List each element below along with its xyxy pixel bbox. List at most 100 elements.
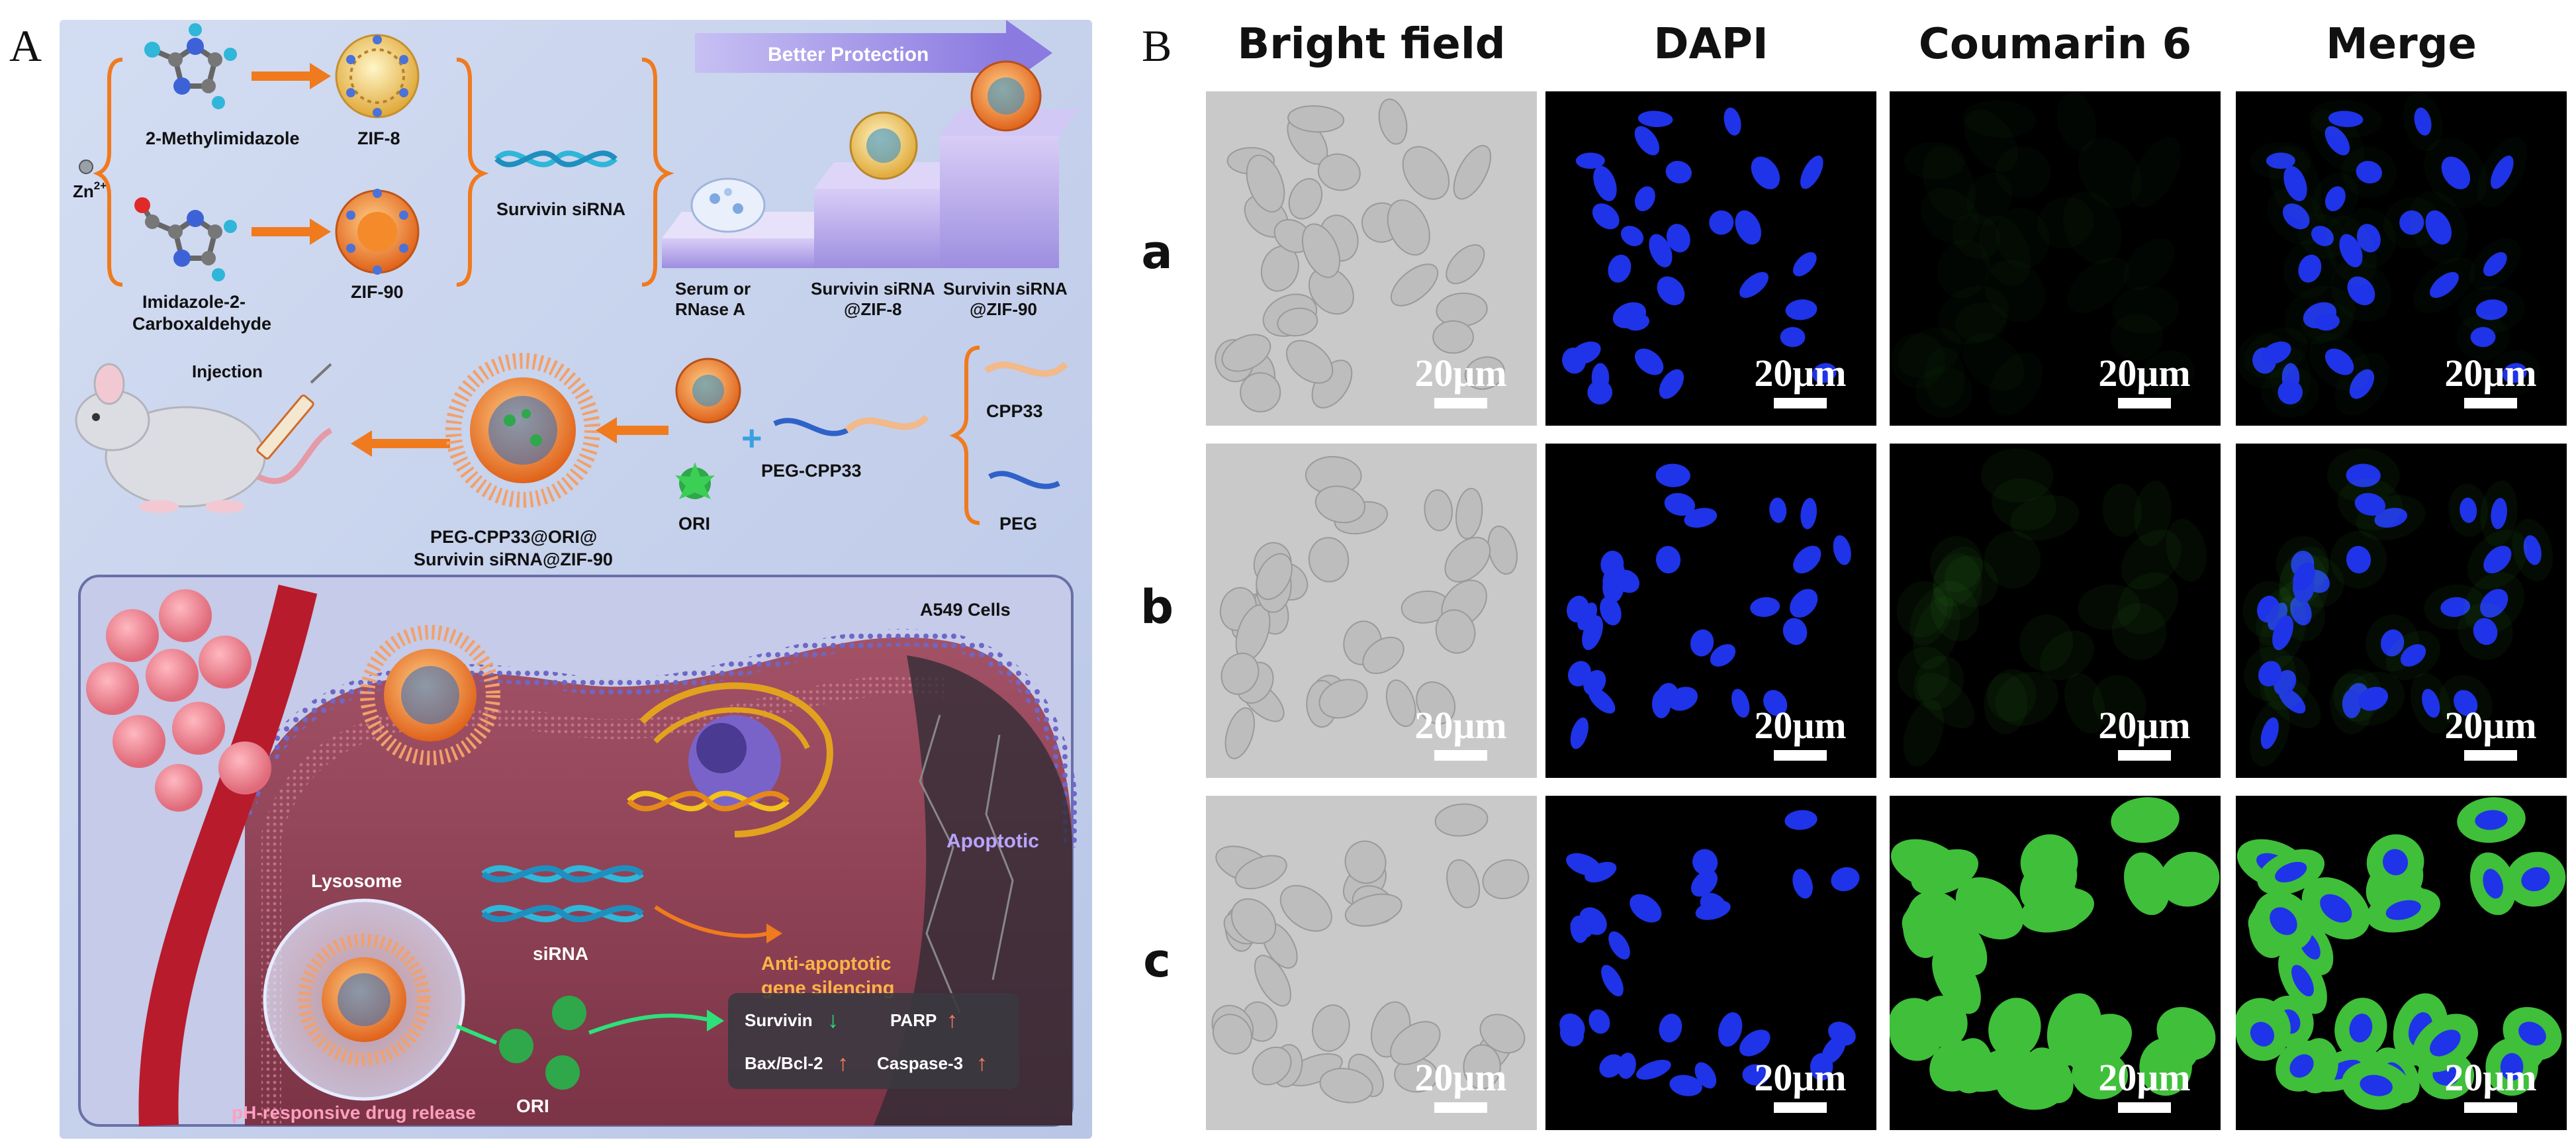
marker-parp: PARP xyxy=(890,1010,937,1030)
scale-bar-line xyxy=(2118,750,2171,761)
scale-bar: 20μm xyxy=(2088,354,2201,408)
row-label-b: b xyxy=(1140,580,1174,634)
panel-a-letter: A xyxy=(9,21,42,71)
micrograph-row-b-merge: 20μm xyxy=(2236,444,2567,778)
injection-label: Injection xyxy=(192,361,263,381)
peg-cpp33-nanoparticle-icon xyxy=(445,353,600,508)
micrograph-row-b-bright: 20μm xyxy=(1206,444,1537,778)
peg-label: PEG xyxy=(999,514,1037,534)
micrograph-row-b-coumarin: 20μm xyxy=(1890,444,2221,778)
scale-bar-label: 20μm xyxy=(1414,1056,1507,1099)
released-ori-icon xyxy=(499,996,586,1090)
brace-mid xyxy=(456,58,489,287)
micrograph-row-b-dapi: 20μm xyxy=(1545,444,1876,778)
svg-text:Zn2+: Zn2+ xyxy=(73,179,107,201)
arrow-up-icon: ↑ xyxy=(976,1051,988,1076)
ligand1-label: 2-Methylimidazole xyxy=(146,128,300,148)
ligand2-label-line2: Carboxaldehyde xyxy=(132,314,271,334)
scale-bar-label: 20μm xyxy=(2098,1056,2191,1099)
nucleus-icon xyxy=(639,682,833,837)
scale-bar-label: 20μm xyxy=(2098,352,2191,395)
peg-cpp33-chain-icon xyxy=(773,414,929,436)
scale-bar: 20μm xyxy=(1404,354,1517,408)
ligand2-label-line1: Imidazole-2- xyxy=(142,292,246,312)
zif8-label: ZIF-8 xyxy=(357,128,400,148)
blood-vessel-icon xyxy=(86,585,318,1127)
released-sirna-icon xyxy=(481,865,644,923)
scale-bar: 20μm xyxy=(1744,706,1857,761)
scale-bar: 20μm xyxy=(2088,706,2201,761)
marker-bax: Bax/Bcl-2 xyxy=(745,1053,823,1073)
scale-bar: 20μm xyxy=(1404,706,1517,761)
lysosome-icon xyxy=(263,898,465,1101)
sirna-zif90-line1: Survivin siRNA xyxy=(943,279,1068,299)
marker-box: Survivin ↓ PARP ↑ Bax/Bcl-2 ↑ Caspase-3 … xyxy=(728,993,1019,1089)
brace-right xyxy=(641,58,674,287)
micrograph-row-a-dapi: 20μm xyxy=(1545,91,1876,426)
cell-membrane xyxy=(236,628,1081,848)
marker-survivin: Survivin xyxy=(745,1010,813,1030)
micrograph-row-a-coumarin: 20μm xyxy=(1890,91,2221,426)
svg-text:Better Protection: Better Protection xyxy=(768,44,929,66)
silencing-label-line1: Anti-apoptotic xyxy=(761,953,892,975)
nanoparticle-at-membrane-icon xyxy=(360,625,500,765)
serum-label-line2: RNase A xyxy=(675,299,745,319)
scale-bar: 20μm xyxy=(2434,1059,2547,1113)
arrow-up-icon: ↑ xyxy=(946,1008,958,1033)
peg-cpp33-label: PEG-CPP33 xyxy=(761,461,862,481)
micrograph-row-a-merge: 20μm xyxy=(2236,91,2567,426)
scale-bar-line xyxy=(1774,750,1827,761)
a549-label: A549 Cells xyxy=(920,600,1011,620)
cpp33-chain-icon xyxy=(984,361,1068,377)
scale-bar-line xyxy=(1774,398,1827,408)
brace-chain xyxy=(949,346,980,525)
scale-bar-line xyxy=(2464,398,2517,408)
sirna-helix-icon xyxy=(494,150,618,167)
zif90-label: ZIF-90 xyxy=(351,282,404,302)
plus-icon: + xyxy=(741,418,762,458)
syringe-icon xyxy=(256,363,332,460)
scale-bar-label: 20μm xyxy=(1754,1056,1847,1099)
sirna-label: Survivin siRNA xyxy=(496,199,625,219)
better-protection-arrow: Better Protection xyxy=(695,20,1052,86)
ligand-2-methylimidazole-icon xyxy=(144,23,237,109)
scale-bar-line xyxy=(1434,398,1487,408)
micrograph-row-c-coumarin: 20μm xyxy=(1890,796,2221,1130)
sirna-zif8-line1: Survivin siRNA xyxy=(811,279,935,299)
scale-bar-label: 20μm xyxy=(1754,352,1847,395)
micrograph-row-c-merge: 20μm xyxy=(2236,796,2567,1130)
arrow-down-icon: ↓ xyxy=(827,1008,839,1033)
marker-caspase: Caspase-3 xyxy=(877,1053,963,1073)
scale-bar-line xyxy=(2464,1102,2517,1113)
scale-bar-label: 20μm xyxy=(2098,704,2191,747)
cpp33-label: CPP33 xyxy=(986,401,1043,421)
column-header-bright-field: Bright field xyxy=(1237,20,1506,69)
apoptotic-label: Apoptotic xyxy=(946,830,1039,852)
scale-bar-line xyxy=(2464,750,2517,761)
column-header-dapi: DAPI xyxy=(1653,20,1769,69)
scale-bar: 20μm xyxy=(1744,1059,1857,1113)
zif90-crystal-icon xyxy=(335,189,420,275)
scale-bar-line xyxy=(2118,398,2171,408)
scale-bar-label: 20μm xyxy=(2444,352,2537,395)
column-header-coumarin6: Coumarin 6 xyxy=(1918,20,2192,69)
scale-bar: 20μm xyxy=(2434,706,2547,761)
scale-bar-line xyxy=(1434,750,1487,761)
row-label-a: a xyxy=(1141,225,1173,279)
panel-a-scheme: Zn2+ 2-Methylimidazole xyxy=(60,20,1092,1139)
dna-helix-icon xyxy=(627,790,790,812)
arrow-up-icon: ↑ xyxy=(837,1051,849,1076)
mouse-icon xyxy=(75,363,333,513)
ph-release-label: pH-responsive drug release xyxy=(232,1102,476,1123)
scale-bar-label: 20μm xyxy=(1414,352,1507,395)
zif8-crystal-icon xyxy=(335,34,420,119)
scale-bar-label: 20μm xyxy=(2444,704,2537,747)
scale-bar-label: 20μm xyxy=(1414,704,1507,747)
scale-bar-line xyxy=(1434,1102,1487,1113)
loaded-zif90-icon xyxy=(675,357,741,424)
sirna-zif90-line2: @ZIF-90 xyxy=(970,299,1037,319)
peg-chain-icon xyxy=(988,471,1060,489)
lysosome-label: Lysosome xyxy=(311,871,402,891)
protection-podium xyxy=(662,60,1079,268)
ori-molecule-icon xyxy=(675,462,715,499)
